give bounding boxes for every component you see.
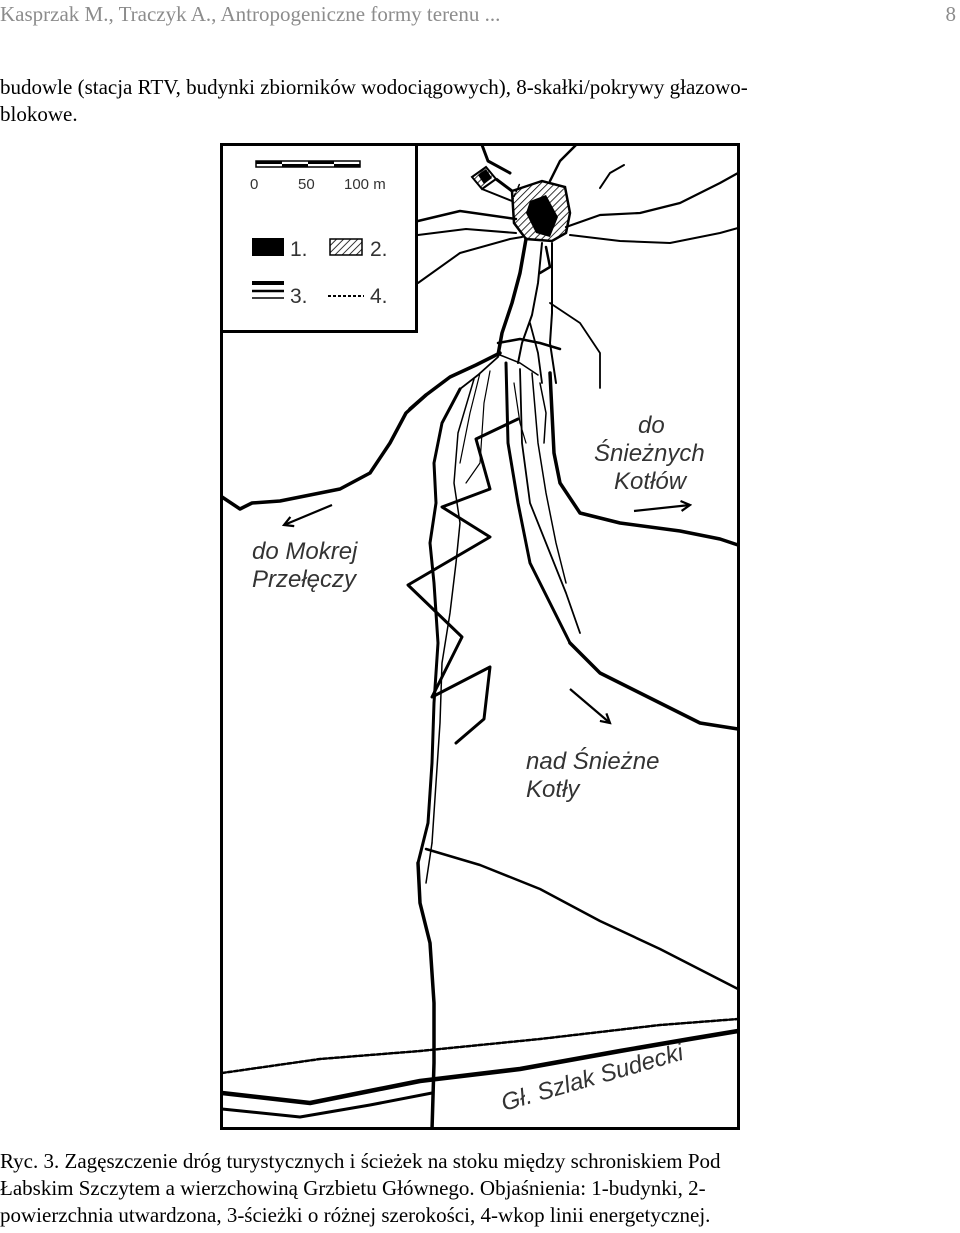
intro-line-1: budowle (stacja RTV, budynki zbiorników … bbox=[0, 75, 748, 99]
map-svg: 0 50 100 m 1. 2. 3. 4. bbox=[220, 143, 740, 1130]
arrow-to-mokra bbox=[284, 503, 333, 525]
label-kotly: Kotły bbox=[526, 776, 581, 803]
legend-label-4: 4. bbox=[370, 285, 388, 308]
scale-bar: 0 50 100 m bbox=[250, 160, 386, 193]
legend-box: 0 50 100 m 1. 2. 3. 4. bbox=[220, 143, 418, 333]
trail-map-figure: 0 50 100 m 1. 2. 3. 4. bbox=[220, 143, 740, 1130]
label-do-mokrej: do Mokrej bbox=[252, 538, 358, 565]
running-title: Kasprzak M., Traczyk A., Antropogeniczne… bbox=[0, 2, 501, 26]
label-przeleczy: Przełęczy bbox=[252, 566, 358, 593]
caption-line-1: Ryc. 3. Zagęszczenie dróg turystycznych … bbox=[0, 1149, 721, 1173]
page-number: 8 bbox=[945, 2, 957, 26]
scale-label-50: 50 bbox=[298, 176, 315, 193]
figure-caption: Ryc. 3. Zagęszczenie dróg turystycznych … bbox=[0, 1148, 960, 1229]
intro-line-2: blokowe. bbox=[0, 102, 78, 126]
label-do: do bbox=[638, 412, 665, 439]
arrow-over-kotly bbox=[569, 688, 610, 723]
arrow-to-kotly bbox=[633, 505, 690, 513]
shelter-area bbox=[470, 165, 572, 243]
caption-line-2: Łabskim Szczytem a wierzchowiną Grzbietu… bbox=[0, 1176, 706, 1200]
label-nad-sniezne: nad Śnieżne bbox=[526, 747, 659, 775]
trail-network bbox=[220, 143, 740, 1130]
legend-label-3: 3. bbox=[290, 285, 308, 308]
legend-label-2: 2. bbox=[370, 238, 388, 261]
label-sniezne: Śnieżnych bbox=[594, 439, 705, 467]
intro-paragraph: budowle (stacja RTV, budynki zbiorników … bbox=[0, 74, 950, 128]
scale-label-0: 0 bbox=[250, 176, 258, 193]
caption-line-3: powierzchnia utwardzona, 3-ścieżki o róż… bbox=[0, 1203, 711, 1227]
legend-label-1: 1. bbox=[290, 238, 308, 261]
scale-label-100: 100 m bbox=[344, 176, 386, 193]
legend-hatched-symbol bbox=[329, 238, 363, 256]
legend-path-symbol bbox=[252, 281, 284, 299]
page-header: Kasprzak M., Traczyk A., Antropogeniczne… bbox=[0, 0, 960, 32]
label-kotlow: Kotłów bbox=[614, 468, 688, 495]
legend-building-symbol bbox=[252, 238, 284, 256]
